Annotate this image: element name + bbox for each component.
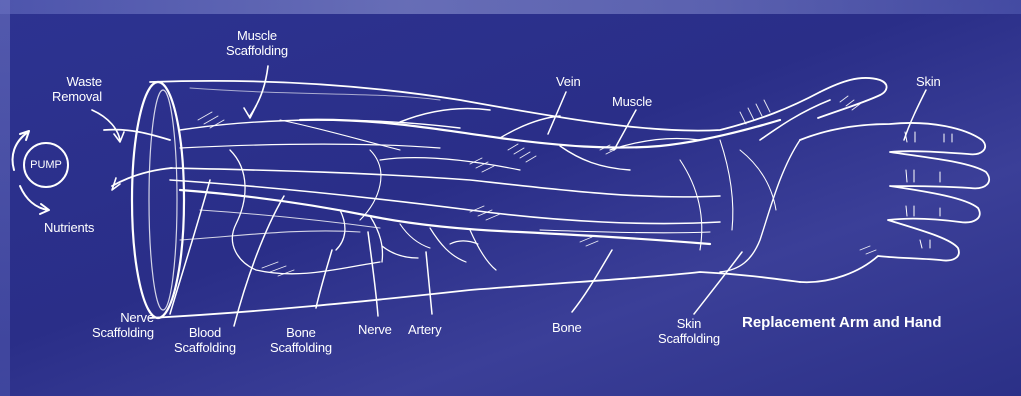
label-bone: Bone [552,320,582,335]
label-blood-scaffolding: Blood Scaffolding [174,325,236,355]
label-nerve: Nerve [358,322,392,337]
label-nutrients: Nutrients [44,220,94,235]
vein-path [300,120,780,148]
hand-outline [800,78,989,282]
arm-outline-top [150,81,820,131]
label-muscle: Muscle [612,94,652,109]
artery-path [180,190,710,244]
connector-ring [132,82,184,318]
label-nerve-scaffolding: Nerve Scaffolding [92,310,154,340]
leader-skin-scaffolding [694,252,742,314]
pump-label: PUMP [24,159,68,171]
label-vein: Vein [556,74,581,89]
label-muscle-scaffolding: Muscle Scaffolding [226,28,288,58]
label-bone-scaffolding: Bone Scaffolding [270,325,332,355]
diagram-title: Replacement Arm and Hand [742,314,942,331]
leader-bone-scaffolding [316,250,332,308]
label-skin-scaffolding: Skin Scaffolding [658,316,720,346]
label-artery: Artery [408,322,441,337]
leader-nerve [368,232,378,316]
label-waste-removal: Waste Removal [52,74,102,104]
leader-artery [426,252,432,314]
label-skin: Skin [916,74,941,89]
leader-vein [548,92,566,134]
